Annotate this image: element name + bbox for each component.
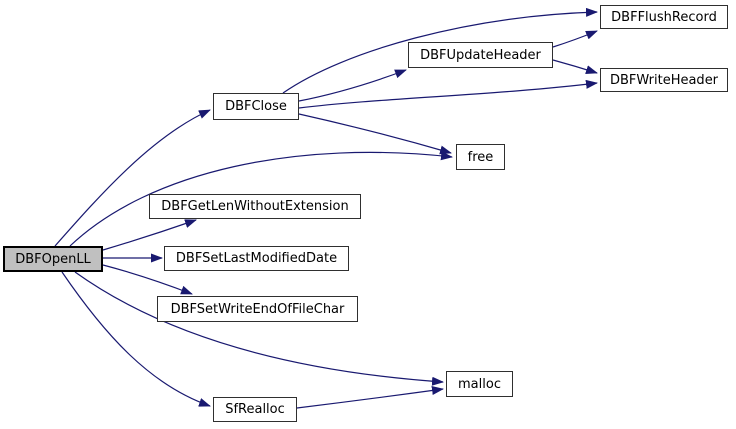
edge-DBFClose-to-DBFFlushRecord [282,7,598,94]
node-dbfsetwriteendoffilechar[interactable]: DBFSetWriteEndOfFileChar [157,296,358,322]
edge-DBFClose-to-free [298,113,452,155]
node-malloc[interactable]: malloc [446,371,513,397]
node-label-malloc: malloc [458,376,501,392]
node-label-free: free [467,149,494,165]
node-sfrealloc[interactable]: SfRealloc [213,397,297,422]
node-label-dbfsetwriteendoffilechar: DBFSetWriteEndOfFileChar [170,301,345,317]
edge-DBFUpdateHeader-to-DBFFlushRecord [552,30,598,48]
node-dbfsetlastmodifieddate[interactable]: DBFSetLastModifiedDate [164,246,349,271]
edge-DBFClose-to-DBFWriteHeader [298,79,598,109]
node-label-dbfclose: DBFClose [225,99,287,114]
edge-DBFOpenLL-to-DBFSetWriteEndOfFileChar [102,264,193,295]
node-free[interactable]: free [456,144,505,170]
edge-DBFClose-to-DBFUpdateHeader [298,69,407,102]
node-dbfupdateheader[interactable]: DBFUpdateHeader [408,42,553,68]
node-dbfgetlenwithoutextension[interactable]: DBFGetLenWithoutExtension [149,194,361,219]
node-label-dbfgetlenwithoutextension: DBFGetLenWithoutExtension [161,199,349,214]
edge-DBFOpenLL-to-malloc [74,271,444,386]
node-dbfflushrecord[interactable]: DBFFlushRecord [600,5,728,29]
node-label-dbfflushrecord: DBFFlushRecord [611,9,717,25]
edge-group [54,7,598,409]
node-label-dbfsetlastmodifieddate: DBFSetLastModifiedDate [175,251,338,266]
node-label-dbfopenll: DBFOpenLL [15,251,91,267]
edge-DBFOpenLL-to-DBFClose [54,109,211,247]
node-label-sfrealloc: SfRealloc [225,402,285,417]
edge-DBFOpenLL-to-free [69,151,453,247]
edge-DBFOpenLL-to-SfRealloc [61,271,211,407]
edge-DBFUpdateHeader-to-DBFWriteHeader [552,59,598,74]
node-dbfwriteheader[interactable]: DBFWriteHeader [600,68,728,92]
edge-SfRealloc-to-malloc [296,386,444,409]
node-label-dbfwriteheader: DBFWriteHeader [609,72,719,88]
node-dbfopenll[interactable]: DBFOpenLL [3,246,103,272]
edge-DBFOpenLL-to-DBFGetLenWithoutExtension [102,219,197,251]
node-label-dbfupdateheader: DBFUpdateHeader [420,47,541,63]
node-dbfclose[interactable]: DBFClose [213,93,299,120]
